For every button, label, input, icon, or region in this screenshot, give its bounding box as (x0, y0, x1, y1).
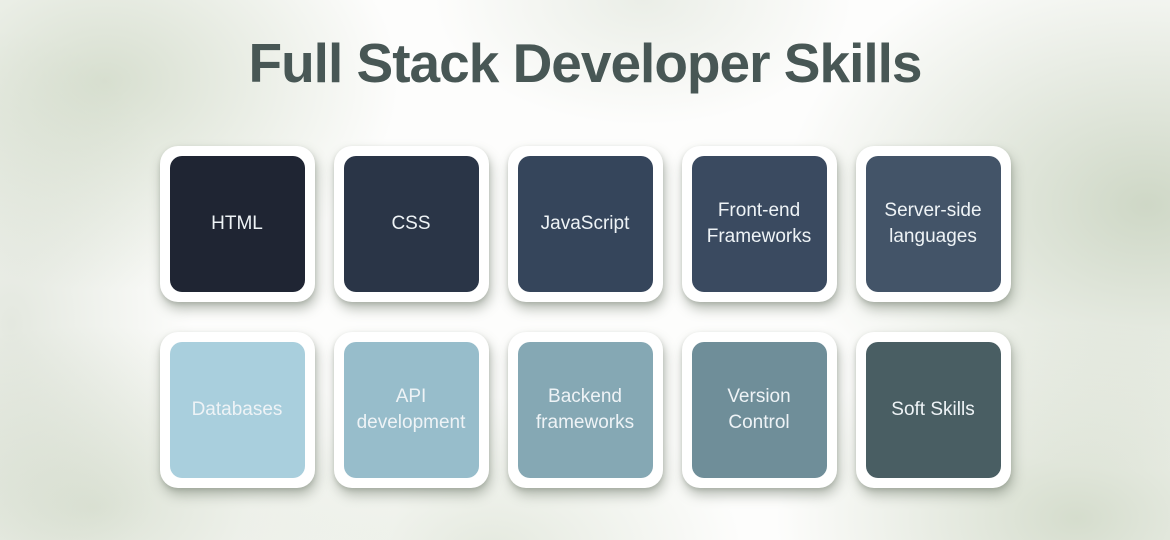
skill-label: API development (356, 386, 466, 434)
page-title: Full Stack Developer Skills (248, 32, 922, 94)
skill-label: CSS (391, 213, 431, 235)
skill-card-face: HTML (169, 156, 305, 293)
skill-card-face: JavaScript (517, 156, 653, 293)
skill-card-face: API development (343, 342, 479, 479)
skill-card-face: Server-side languages (865, 156, 1001, 293)
skill-label: Front-end Frameworks (706, 200, 812, 248)
skill-label: Server-side languages (884, 200, 982, 248)
skill-card-face: Front-end Frameworks (691, 156, 827, 293)
skill-label: Soft Skills (891, 399, 975, 421)
skill-card-face: Backend frameworks (517, 342, 653, 479)
skills-grid: HTML CSS JavaScript Front-end Frameworks… (0, 146, 1170, 489)
skill-label: HTML (211, 213, 263, 235)
skill-card: Databases (159, 332, 315, 489)
skill-card: Server-side languages (855, 146, 1011, 303)
skill-card: Soft Skills (855, 332, 1011, 489)
skill-label: Backend frameworks (535, 386, 635, 434)
skill-card: Front-end Frameworks (681, 146, 837, 303)
skill-label: Version Control (727, 386, 791, 434)
skill-card: Version Control (681, 332, 837, 489)
skill-card: Backend frameworks (507, 332, 663, 489)
skill-card: HTML (159, 146, 315, 303)
skill-label: Databases (191, 399, 283, 421)
skill-card: CSS (333, 146, 489, 303)
skill-card-face: Version Control (691, 342, 827, 479)
skill-card: JavaScript (507, 146, 663, 303)
skill-card-face: Soft Skills (865, 342, 1001, 479)
skill-card: API development (333, 332, 489, 489)
skill-card-face: CSS (343, 156, 479, 293)
skill-card-face: Databases (169, 342, 305, 479)
skill-label: JavaScript (540, 213, 630, 235)
